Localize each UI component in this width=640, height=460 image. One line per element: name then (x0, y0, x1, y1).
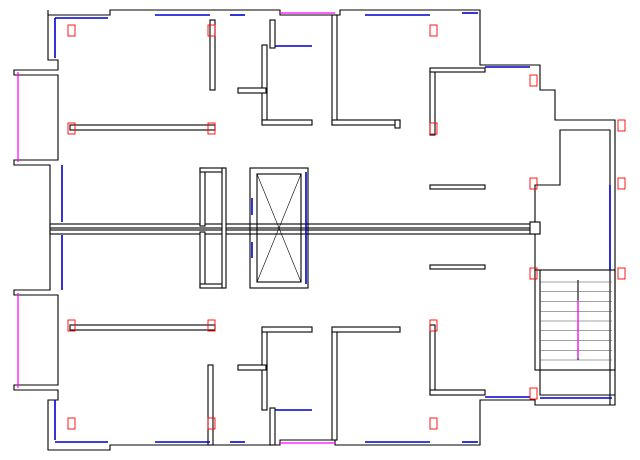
column-c5 (207, 122, 216, 135)
column-c17 (67, 417, 76, 430)
column-c16 (429, 319, 438, 332)
elevator-shaft (249, 167, 309, 289)
lower-right-closet-wall (429, 324, 436, 396)
stair-hall-wall (529, 221, 541, 235)
column-c7 (529, 74, 538, 87)
column-c18 (207, 417, 216, 430)
upper-left-room-stub (209, 19, 216, 91)
hall-stub-lower (429, 264, 486, 270)
core-wall-top (199, 167, 226, 173)
blue-windows (54, 12, 612, 443)
upper-left-bath-stub (237, 87, 267, 94)
column-c6 (429, 122, 438, 135)
interior-walls (49, 14, 541, 446)
column-c14 (67, 319, 76, 332)
upper-left-bath-wall (261, 44, 268, 121)
pink-rails (17, 12, 579, 444)
elevator-cross-b (256, 173, 302, 283)
column-c10 (617, 177, 626, 190)
core-wall-left-upper (199, 167, 206, 227)
column-c19 (429, 417, 438, 430)
structural-columns (67, 24, 626, 430)
column-c2 (207, 24, 216, 37)
hall-stub-upper (429, 184, 486, 190)
column-c4 (67, 122, 76, 135)
corridor-wall-bottom (49, 229, 541, 235)
upper-left-room-partition (69, 124, 216, 131)
column-c1 (67, 24, 76, 37)
upper-left-bath-right (269, 19, 276, 49)
staircase (534, 269, 616, 371)
stair-enclosure (534, 269, 616, 371)
core-wall-right-cap (221, 167, 227, 289)
column-c13 (529, 387, 538, 400)
lower-left-bath-stub (237, 364, 267, 371)
upper-right-room-floor (331, 119, 401, 126)
stair-treads (540, 281, 612, 361)
upper-right-room-edge (394, 119, 401, 129)
core-wall-left-lower (199, 231, 206, 288)
column-c3 (429, 24, 438, 37)
lower-left-room-stub (207, 364, 214, 446)
elevator-outer (249, 167, 309, 289)
upper-left-bath-floor (261, 119, 313, 126)
lower-left-bath-ceiling (261, 326, 313, 333)
upper-right-closet-top (429, 67, 486, 73)
elevator-inner (256, 173, 302, 283)
lower-right-room-ceiling (331, 326, 401, 333)
lower-left-bath-right (269, 407, 276, 446)
column-c15 (207, 319, 216, 332)
lower-right-closet-bottom (429, 389, 486, 396)
upper-right-closet-wall (429, 69, 436, 136)
column-c9 (529, 177, 538, 190)
column-c12 (617, 267, 626, 280)
core-wall-bottom (199, 283, 226, 289)
upper-right-room-wall (331, 14, 338, 126)
column-c8 (617, 119, 626, 132)
corridor-wall-top (49, 223, 541, 229)
lower-right-room-wall (331, 329, 338, 441)
column-c11 (529, 267, 538, 280)
lower-left-room-partition (69, 324, 216, 331)
